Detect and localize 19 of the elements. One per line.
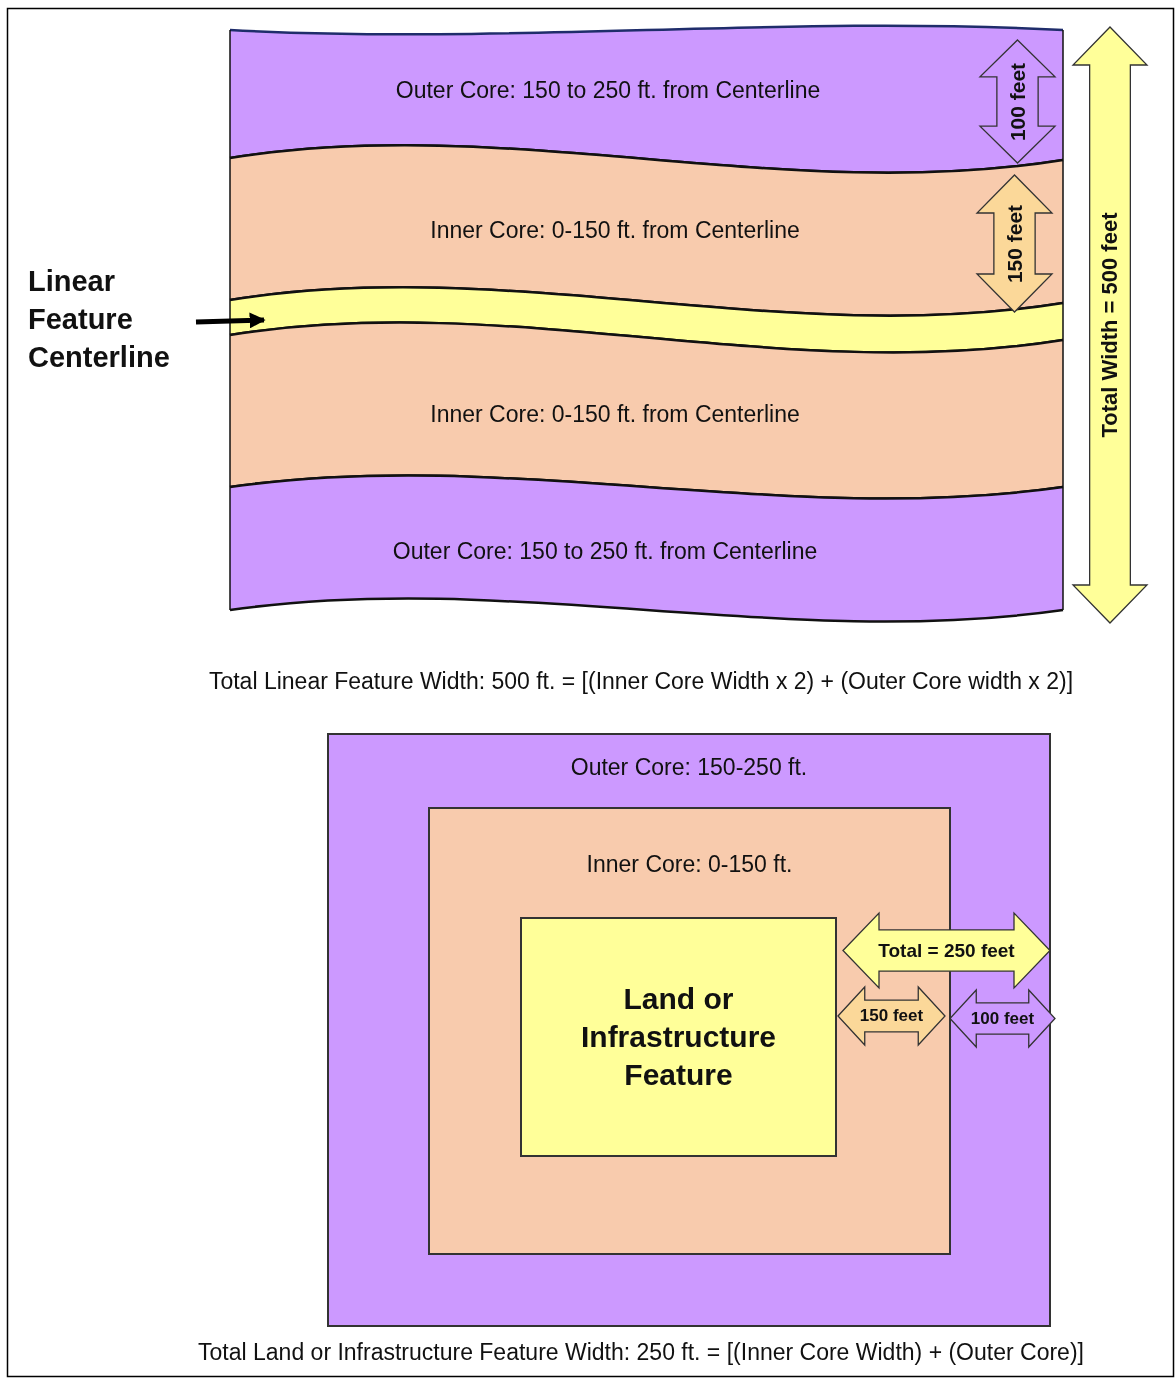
dimension-label: 100 feet xyxy=(1005,62,1030,141)
dimension-label: Total = 250 feet xyxy=(878,939,1015,962)
dimension-label: 100 feet xyxy=(970,1008,1035,1029)
zone-label: Inner Core: 0-150 ft. from Centerline xyxy=(430,216,800,244)
dimension-label: 150 feet xyxy=(859,1006,924,1026)
buffer-square xyxy=(327,733,1051,1327)
dimension-label: Total Width = 500 feet xyxy=(1097,212,1123,438)
zone-label: Outer Core: 150-250 ft. xyxy=(570,753,808,781)
zone-label: Inner Core: 0-150 ft. from Centerline xyxy=(430,400,800,428)
dimension-label: 150 feet xyxy=(1002,204,1027,283)
formula-note: Total Linear Feature Width: 500 ft. = [(Inner Core Width x 2) + (Outer Core width x 2)] xyxy=(208,667,1074,695)
formula-note: Total Land or Infrastructure Feature Width: 250 ft. = [(Inner Core Width) + (Outer Core)] xyxy=(198,1338,1084,1366)
feature-square xyxy=(520,917,837,1157)
callout-label: Linear Feature Centerline xyxy=(28,264,171,375)
zone-label: Outer Core: 150 to 250 ft. from Centerline xyxy=(392,537,818,565)
arrow xyxy=(195,312,266,329)
zone-label: Inner Core: 0-150 ft. xyxy=(586,850,793,878)
zone-label: Outer Core: 150 to 250 ft. from Centerline xyxy=(395,76,821,104)
feature-title: Land or Infrastructure Feature xyxy=(579,981,777,1093)
